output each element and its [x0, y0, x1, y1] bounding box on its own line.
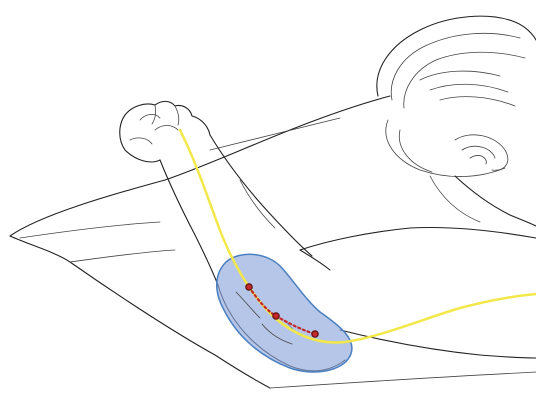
neck-shoulder — [455, 176, 536, 226]
body-bottom — [340, 330, 536, 358]
pillow-fold-3 — [210, 118, 340, 150]
forearm-right-edge — [210, 135, 312, 256]
marker-dot-1 — [246, 284, 252, 290]
head-hair — [377, 16, 536, 226]
elbow-region-icon — [217, 254, 352, 372]
shoulder-line — [300, 227, 536, 250]
upper-arm-top — [300, 250, 330, 270]
hair-outline — [377, 16, 536, 96]
pillow-fold-2 — [70, 250, 175, 262]
hand-outline — [120, 101, 210, 162]
elbow-region — [217, 254, 352, 372]
pillow-fold — [20, 222, 160, 238]
marker-dot-3 — [312, 331, 318, 337]
marker-dot-2 — [273, 313, 279, 319]
